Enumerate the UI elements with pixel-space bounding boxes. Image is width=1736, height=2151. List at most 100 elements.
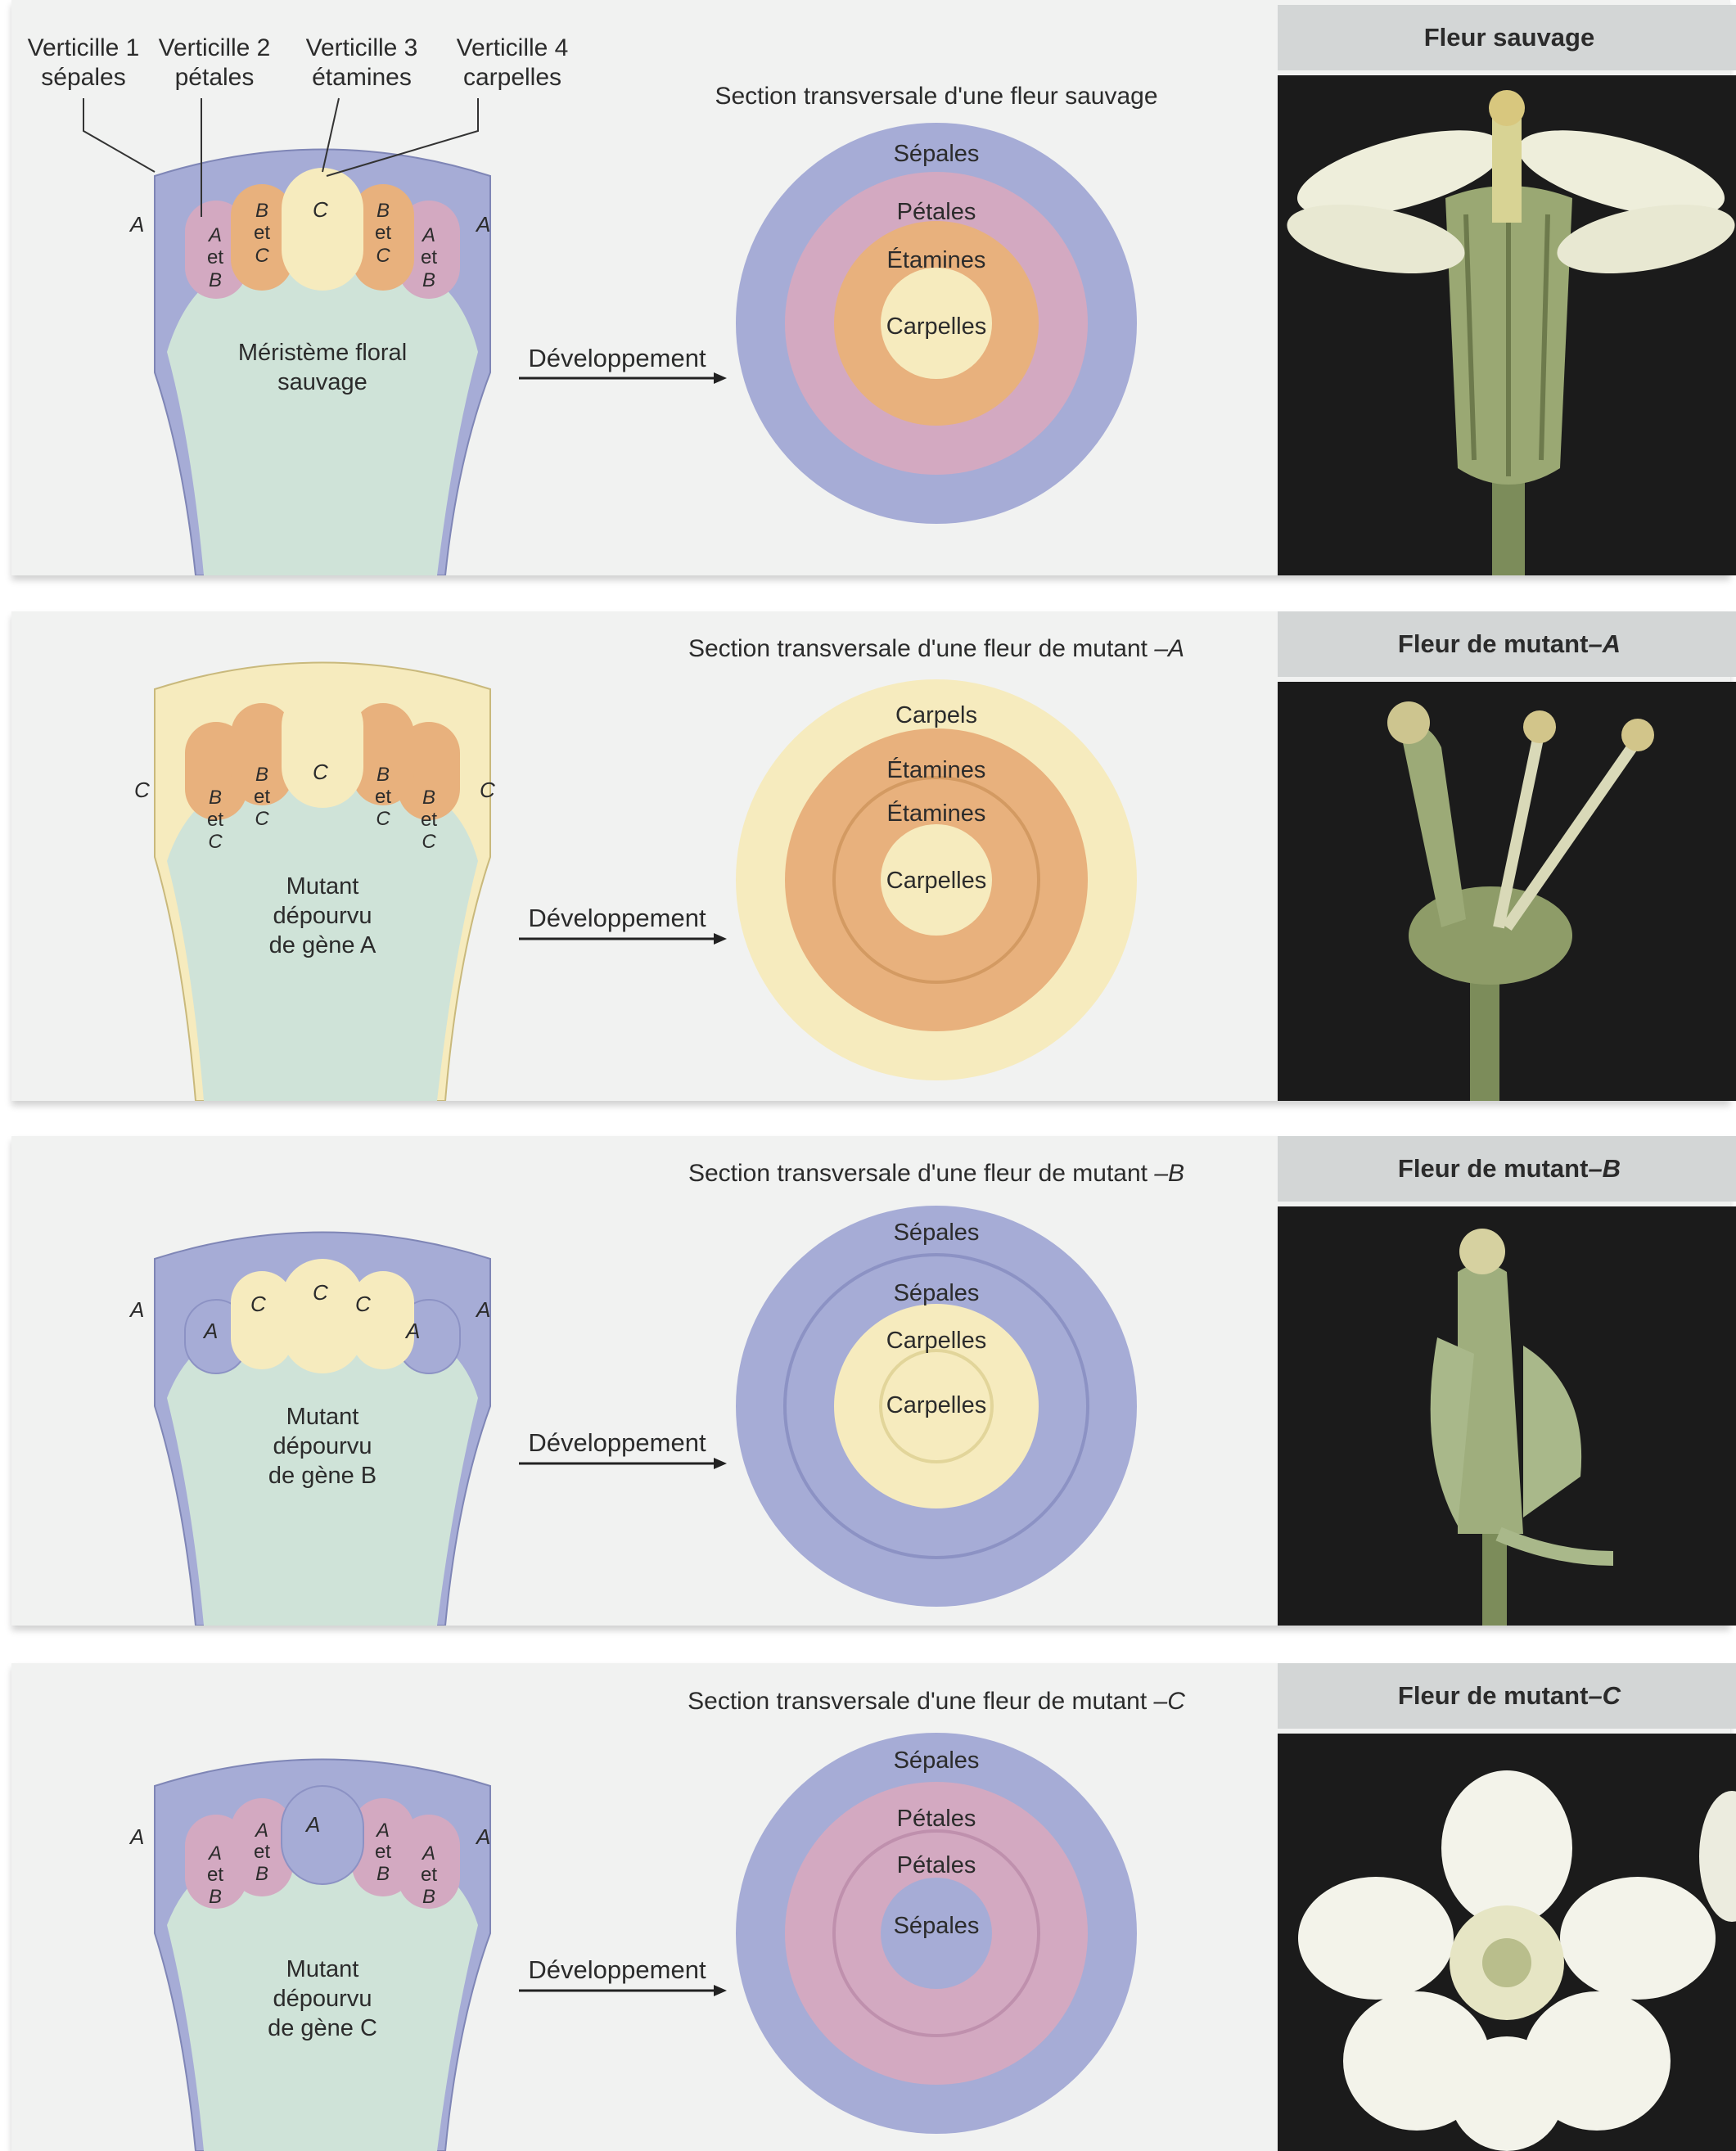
gene-label: C: [376, 808, 390, 830]
section-title: Section transversale d'une fleur de muta…: [688, 1688, 1185, 1715]
wild-cross-section: Sépales Pétales Étamines Carpelles: [736, 123, 1137, 524]
whorl-4-organ: carpelles: [463, 64, 561, 91]
gene-label: et: [207, 246, 223, 268]
photo-mutant-c-flower: [1278, 1734, 1736, 2151]
ring-label: Pétales: [897, 199, 976, 225]
wild-meristem: A A C A et B A et B B et C B et C Mérist…: [129, 150, 490, 576]
ring-label: Sépales: [894, 1747, 980, 1774]
gene-label: C: [255, 808, 269, 830]
whorl-2-title: Verticille 2: [159, 34, 271, 61]
development-arrow: [519, 372, 727, 384]
mutant-a-diagram: C C C B et C B et C B et C B et C Mutant…: [11, 611, 1272, 1101]
ring-label: Sépales: [894, 1220, 980, 1246]
mutant-b-flower-image: [1278, 1206, 1736, 1626]
ring-label: Carpelles: [886, 1392, 987, 1418]
gene-label: et: [421, 246, 437, 268]
gene-label: B: [255, 1863, 268, 1885]
gene-label: A: [207, 224, 222, 246]
gene-label: C: [313, 1280, 328, 1305]
whorl-labels: Verticille 1 sépales Verticille 2 pétale…: [28, 34, 569, 91]
photo-mutant-a-flower: [1278, 682, 1736, 1101]
gene-label: C: [376, 245, 390, 267]
ring-label: Carpelles: [886, 1328, 987, 1354]
meristem-label: dépourvu: [273, 1433, 372, 1459]
meristem-label: de gène B: [268, 1463, 377, 1489]
whorl-1-title: Verticille 1: [28, 34, 140, 61]
gene-label: et: [375, 786, 391, 808]
gene-label: et: [254, 786, 270, 808]
gene-label: C: [422, 831, 436, 853]
gene-label: A: [375, 1820, 390, 1842]
whorl-3-title: Verticille 3: [306, 34, 418, 61]
photo-header-mutant-b: Fleur de mutant –B: [1278, 1136, 1736, 1202]
gene-label: A: [421, 1842, 435, 1865]
mutant-a-meristem: C C C B et C B et C B et C B et C Mutant…: [134, 663, 495, 1102]
gene-label: A: [475, 1824, 490, 1849]
gene-label: B: [377, 764, 390, 786]
ring-label: Pétales: [897, 1852, 976, 1878]
meristem-label: Mutant: [286, 1956, 359, 1982]
panel-wild-type: A A C A et B A et B B et C B et C Mérist…: [11, 0, 1730, 575]
gene-label: B: [209, 269, 222, 291]
gene-label: A: [404, 1319, 420, 1343]
development-arrow: [519, 1985, 727, 1996]
gene-label: C: [313, 197, 328, 222]
photo-wild-flower: [1278, 75, 1736, 575]
section-title: Section transversale d'une fleur de muta…: [688, 1160, 1184, 1187]
development-label: Développement: [528, 344, 706, 372]
gene-label: A: [254, 1820, 268, 1842]
meristem-label: Mutant: [286, 1404, 359, 1430]
mutant-c-flower-image: [1278, 1734, 1736, 2151]
gene-label: C: [313, 760, 328, 784]
photo-header-mutant-a: Fleur de mutant –A: [1278, 611, 1736, 677]
mutant-a-flower-image: [1278, 682, 1736, 1101]
gene-label: A: [475, 1297, 490, 1322]
mutant-c-cross-section: Sépales Pétales Pétales Sépales: [736, 1733, 1137, 2134]
panel-mutant-b: A A A A C C C Mutant dépourvu de gène B …: [11, 1136, 1730, 1626]
gene-label: B: [209, 787, 222, 809]
ring-label: Étamines: [887, 246, 986, 273]
gene-label: A: [207, 1842, 222, 1865]
development-label: Développement: [528, 1955, 706, 1984]
ring-label: Sépales: [894, 141, 980, 167]
gene-label: A: [421, 224, 435, 246]
ring-label: Carpelles: [886, 868, 987, 894]
gene-label: B: [422, 787, 435, 809]
development-arrow: [519, 1458, 727, 1469]
meristem-label: de gène C: [268, 2015, 377, 2041]
meristem-label: sauvage: [277, 369, 367, 395]
gene-label: B: [255, 764, 268, 786]
gene-label: A: [129, 1824, 144, 1849]
whorl-3-organ: étamines: [312, 64, 412, 91]
section-title: Section transversale d'une fleur de muta…: [688, 635, 1184, 662]
gene-label: A: [304, 1812, 320, 1837]
mutant-c-diagram: A A A A et B A et B A et B A et B Mutant…: [11, 1663, 1272, 2151]
gene-label: et: [375, 222, 391, 244]
gene-label: C: [480, 778, 495, 802]
section-title: Section transversale d'une fleur sauvage: [715, 83, 1157, 110]
gene-label: B: [209, 1886, 222, 1908]
ring-label: Étamines: [887, 800, 986, 827]
mutant-b-meristem: A A A A C C C Mutant dépourvu de gène B: [129, 1233, 490, 1626]
gene-label: B: [377, 200, 390, 222]
whorl-2-organ: pétales: [175, 64, 255, 91]
whorl-4-title: Verticille 4: [457, 34, 569, 61]
development-arrow: [519, 933, 727, 945]
gene-label: C: [250, 1292, 266, 1316]
wild-flower-image: [1278, 75, 1736, 575]
gene-label: B: [422, 269, 435, 291]
photo-mutant-b-flower: [1278, 1206, 1736, 1626]
gene-label: B: [377, 1863, 390, 1885]
gene-label: C: [255, 245, 269, 267]
gene-label: A: [202, 1319, 218, 1343]
wild-diagram: A A C A et B A et B B et C B et C Mérist…: [11, 0, 1272, 575]
meristem-label: dépourvu: [273, 1986, 372, 2012]
gene-label: C: [208, 831, 223, 853]
ring-label: Carpelles: [886, 313, 987, 340]
meristem-label: de gène A: [269, 932, 377, 958]
meristem-label: dépourvu: [273, 903, 372, 929]
development-label: Développement: [528, 904, 706, 932]
photo-header-wild: Fleur sauvage: [1278, 5, 1736, 70]
ring-label: Pétales: [897, 1806, 976, 1832]
gene-label: et: [375, 1841, 391, 1863]
